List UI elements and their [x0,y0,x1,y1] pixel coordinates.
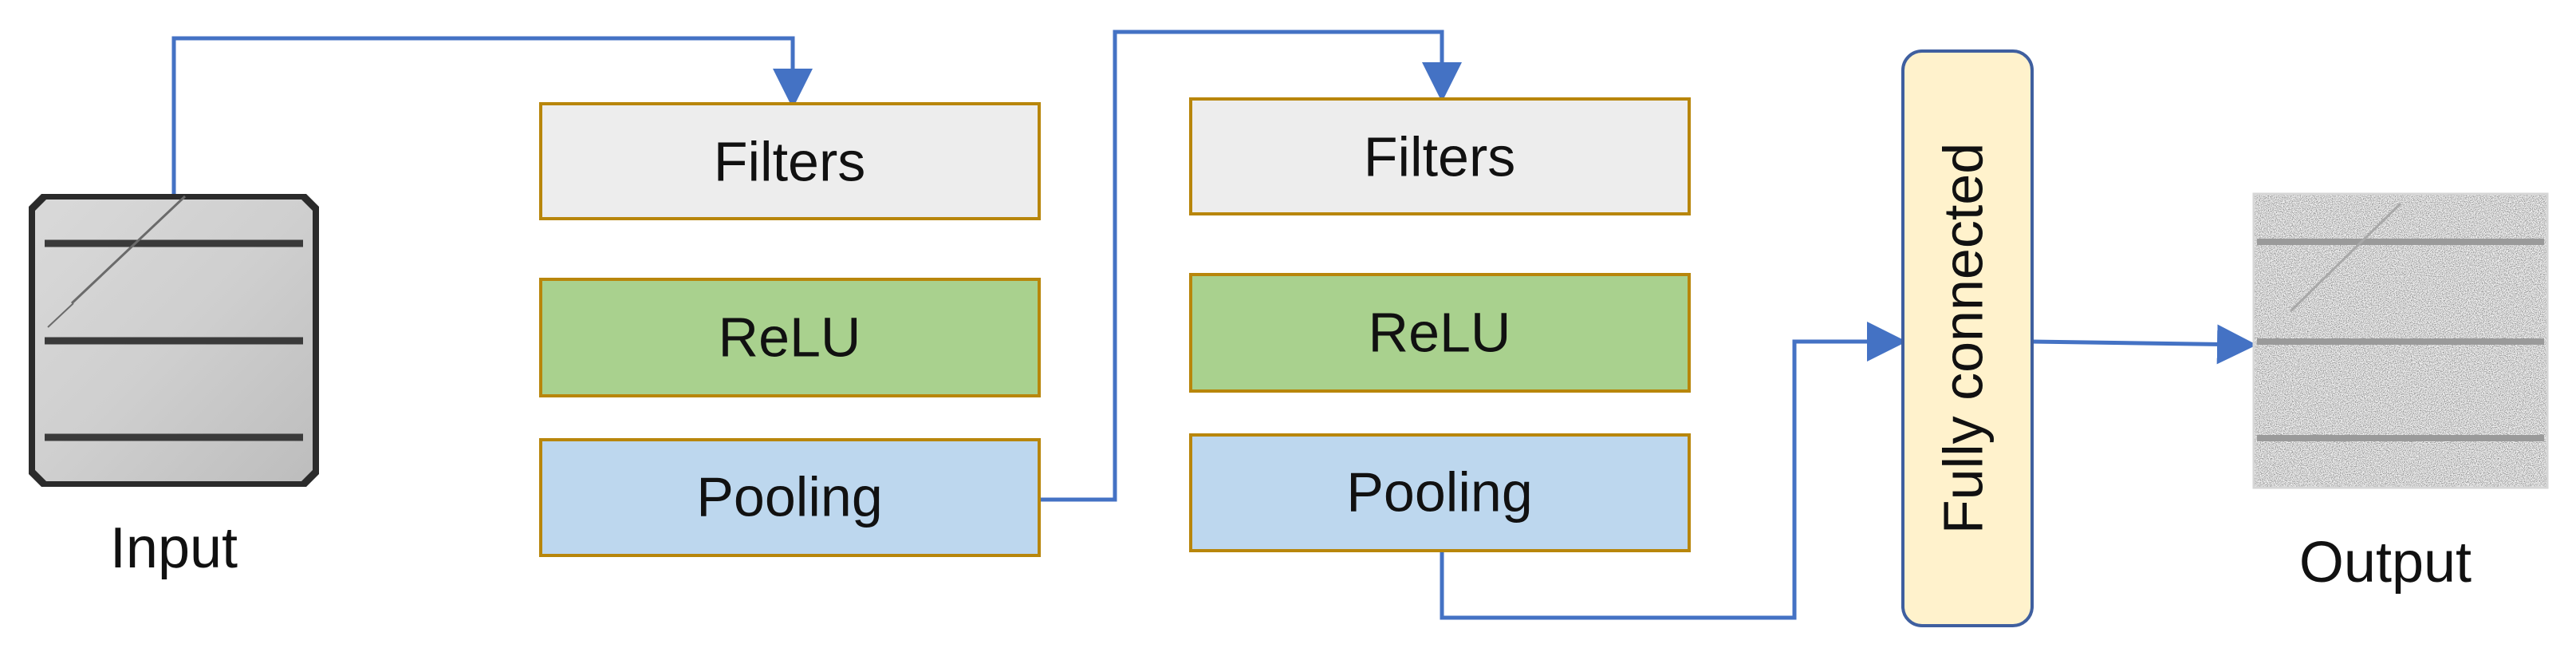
filters-label-1: Filters [714,130,866,192]
output-image [2252,192,2549,489]
filters-block-1: Filters [539,102,1041,220]
input-image [29,194,319,487]
filters-label-2: Filters [1364,125,1516,188]
relu-block-1: ReLU [539,278,1041,397]
stage-2: Filters ReLU Pooling [1189,97,1691,552]
connector-pooling-1-to-filters-2 [1039,30,1462,502]
connector-input-to-filters-1 [171,36,813,196]
pooling-block-1: Pooling [539,438,1041,557]
pooling-label-1: Pooling [696,465,883,528]
connector-pooling-2-to-fully-connected [1440,322,1907,620]
connectors [171,30,2257,620]
connector-fully-connected-to-output [2030,324,2257,365]
filters-block-2: Filters [1189,97,1691,215]
fully-connected-label: Fully connected [1932,143,1994,534]
stage-1: Filters ReLU Pooling [539,102,1041,557]
pooling-label-2: Pooling [1346,460,1533,523]
output-label: Output [2299,531,2472,595]
relu-label-2: ReLU [1369,301,1511,363]
input-label: Input [110,516,238,580]
fully-connected-block: Fully connected [1901,49,2034,627]
pooling-block-2: Pooling [1189,433,1691,552]
relu-block-2: ReLU [1189,273,1691,393]
relu-label-1: ReLU [719,306,861,368]
